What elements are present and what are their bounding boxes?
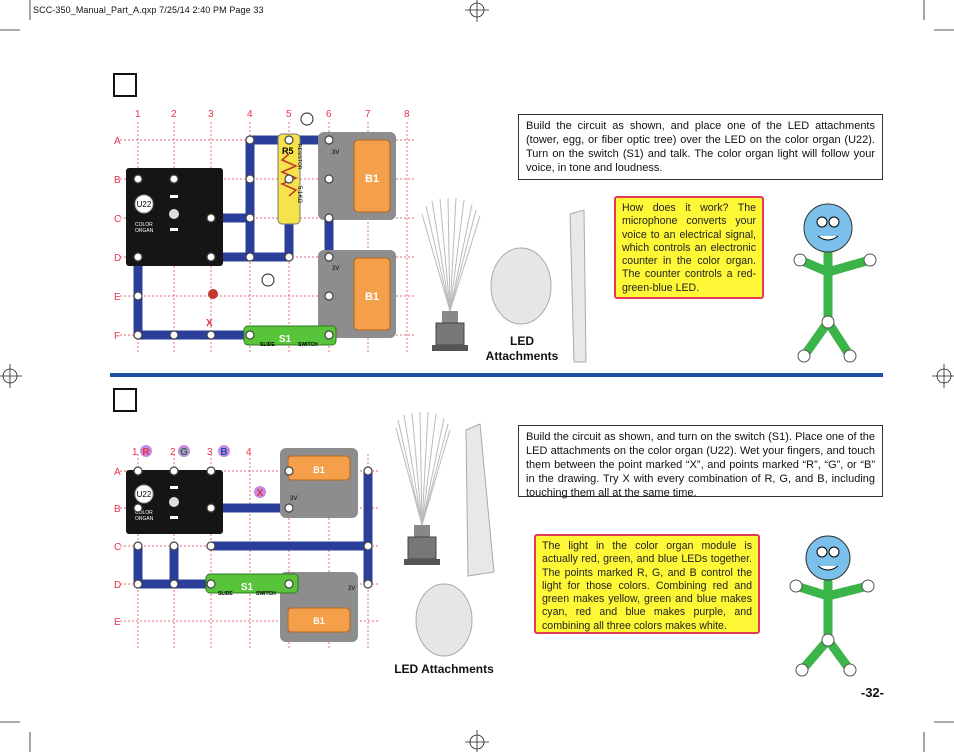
color-organ-u22-1: U22 COLOR ORGAN (126, 168, 223, 266)
svg-text:U22: U22 (137, 200, 152, 209)
led-attachments-label-2: LED Attachments (394, 662, 494, 676)
row-label: F (114, 331, 120, 342)
slide-switch-s1-2: S1 SLIDE SWITCH (205, 573, 299, 597)
svg-text:B1: B1 (365, 291, 379, 303)
svg-text:R5: R5 (282, 146, 294, 156)
fiber-optic-tree-icon (421, 197, 481, 312)
led-attachments-image-2 (395, 411, 495, 657)
col-label: 2 (170, 447, 176, 458)
col-label: 4 (247, 109, 253, 120)
svg-text:COLOR: COLOR (135, 222, 153, 228)
touch-markers: R G B X (140, 445, 266, 499)
svg-text:3V: 3V (332, 150, 339, 156)
row-label: A (114, 467, 121, 478)
mascot-character-icon-2 (789, 535, 875, 677)
row-label: E (114, 617, 121, 628)
col-label: 7 (365, 109, 371, 120)
tower-attachment-icon (465, 423, 495, 577)
fiber-optic-tree-icon (395, 411, 451, 526)
row-label: C (114, 542, 121, 553)
mascot-character-icon-1 (793, 203, 877, 363)
egg-attachment-icon (490, 247, 552, 325)
slide-switch-s1-1: S1 SLIDE SWITCH (243, 325, 337, 348)
col-label: 3 (208, 109, 214, 120)
how-it-works-callout: How does it work? The microphone convert… (614, 196, 764, 299)
row-label: D (114, 253, 121, 264)
row-label: E (114, 292, 121, 303)
section-divider (110, 373, 883, 377)
project-number-box-2 (113, 388, 137, 412)
svg-text:B1: B1 (365, 173, 379, 185)
svg-text:SLIDE: SLIDE (218, 591, 233, 597)
svg-text:B1: B1 (313, 616, 325, 626)
col-label: 1 (135, 109, 141, 120)
svg-text:ORGAN: ORGAN (135, 516, 154, 522)
battery-b1-bottom-2: B1 3V (280, 572, 358, 642)
row-label: A (114, 136, 121, 147)
row-label: C (114, 214, 121, 225)
color-organ-u22-2: U22 COLOR ORGAN (126, 470, 223, 534)
tower-attachment-icon (569, 209, 587, 363)
col-label: 1 (132, 447, 138, 458)
svg-text:X: X (206, 318, 213, 329)
battery-b1-top: B1 3V (318, 132, 396, 220)
col-label: 8 (404, 109, 410, 120)
col-label: 6 (326, 109, 332, 120)
circuit-diagram-2: 1 2 3 4 A B C D E R G B X U22 COLOR ORGA… (114, 445, 380, 650)
row-label: B (114, 175, 121, 186)
led-attachments-image-1 (421, 197, 587, 363)
project1-description: Build the circuit as shown, and place on… (518, 114, 883, 180)
svg-text:S1: S1 (241, 582, 254, 593)
col-label: 3 (207, 447, 213, 458)
svg-text:SLIDE: SLIDE (260, 342, 275, 348)
svg-text:B1: B1 (313, 465, 325, 475)
svg-text:COLOR: COLOR (135, 510, 153, 516)
svg-text:B: B (220, 447, 227, 458)
led-dot-1 (208, 289, 218, 299)
page-number: -32- (860, 685, 884, 700)
svg-text:U22: U22 (137, 490, 152, 499)
svg-text:3V: 3V (290, 496, 297, 502)
svg-text:G: G (180, 447, 188, 458)
row-label: B (114, 504, 121, 515)
svg-text:S1: S1 (279, 334, 292, 345)
col-label: 4 (246, 447, 252, 458)
svg-text:R: R (142, 447, 150, 458)
circuit-diagram-1: 1 2 3 4 5 6 7 8 A B C D E F U22 COLOR OR… (114, 109, 415, 352)
svg-text:ORGAN: ORGAN (135, 228, 154, 234)
svg-text:SWITCH: SWITCH (298, 342, 318, 348)
col-label: 5 (286, 109, 292, 120)
color-mixing-callout: The light in the color organ module is a… (534, 534, 760, 634)
egg-attachment-icon (415, 583, 473, 657)
svg-text:X: X (257, 488, 264, 499)
printer-slug: SCC-350_Manual_Part_A.qxp 7/25/14 2:40 P… (33, 5, 264, 15)
row-label: D (114, 580, 121, 591)
battery-b1-bottom: B1 3V (318, 250, 396, 338)
svg-text:RESISTOR: RESISTOR (296, 144, 302, 170)
col-label: 2 (171, 109, 177, 120)
svg-text:5.1KΩ: 5.1KΩ (296, 186, 302, 203)
svg-text:3V: 3V (348, 586, 355, 592)
led-attachments-label-1: LED Attachments (485, 334, 559, 363)
project2-description: Build the circuit as shown, and turn on … (518, 425, 883, 499)
svg-text:3V: 3V (332, 266, 339, 272)
project-number-box-1 (113, 73, 137, 97)
svg-text:SWITCH: SWITCH (256, 591, 276, 597)
